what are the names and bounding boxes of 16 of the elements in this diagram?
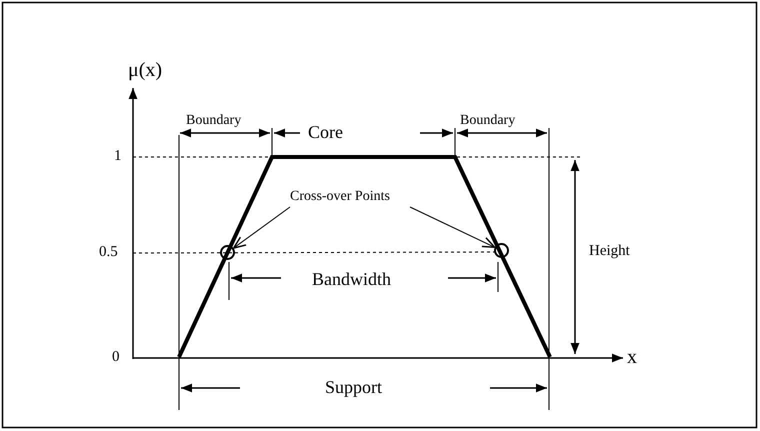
crossover-point-circle — [220, 245, 235, 260]
crossover-point-circle — [494, 243, 509, 258]
axis-label: Boundary — [186, 114, 242, 128]
axis-label: 0.5 — [99, 245, 118, 260]
leader-line — [232, 206, 290, 249]
callout-label: Cross-over Points — [290, 189, 390, 204]
axis-label: Support — [325, 378, 382, 396]
axis-label: Bandwidth — [312, 270, 391, 288]
leader-line — [410, 206, 496, 248]
axis-label: Boundary — [460, 114, 516, 128]
axis-label: 1 — [114, 149, 122, 164]
axis-label: x — [627, 347, 637, 367]
axis-label: 0 — [112, 350, 120, 365]
axis-label: Height — [589, 244, 630, 259]
axis-label: μ(x) — [128, 60, 162, 80]
axis-label: Core — [308, 123, 343, 141]
